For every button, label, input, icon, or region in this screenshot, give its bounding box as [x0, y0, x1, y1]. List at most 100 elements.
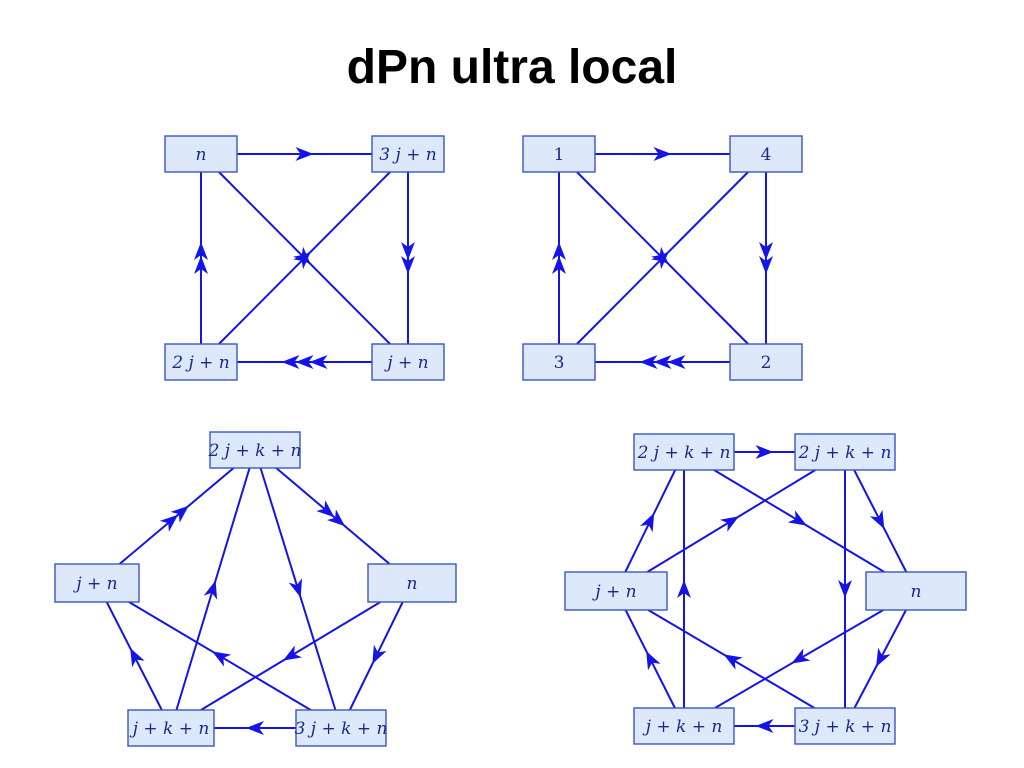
- node-pentagon-2jkn: 2 j + k + n: [208, 431, 302, 469]
- arrowhead: [869, 509, 885, 529]
- node-square-symbolic-3jn: 3 j + n: [371, 135, 445, 173]
- node-box: [522, 135, 596, 173]
- arrowhead: [667, 355, 686, 369]
- node-label: 4: [761, 145, 772, 165]
- arrowhead: [876, 647, 891, 667]
- node-label: 2 j + n: [171, 353, 230, 373]
- edge-2jknB-to-3jkn: [838, 470, 852, 708]
- node-hexagon-3jkn: 3 j + k + n: [794, 707, 896, 745]
- node-square-symbolic-n: n: [164, 135, 238, 173]
- node-square-numeric-3: 3: [522, 343, 596, 381]
- arrowhead: [246, 721, 264, 735]
- arrowhead: [646, 651, 661, 671]
- edge-4-to-2: [759, 172, 773, 344]
- arrowhead: [295, 355, 314, 369]
- edge-3jkn-to-jkn: [734, 719, 795, 733]
- edge-3jkn-to-jn: [647, 609, 815, 709]
- node-box: [295, 709, 387, 747]
- arrowhead: [755, 445, 774, 459]
- edge-2-to-3: [595, 355, 730, 369]
- arrowhead: [759, 256, 773, 274]
- edge-jn-to-2jn: [237, 355, 372, 369]
- edge-2jkn-to-3jkn: [259, 467, 337, 711]
- node-hexagon-jkn: j + k + n: [633, 707, 735, 745]
- arrowhead: [755, 719, 774, 733]
- node-box: [164, 343, 238, 381]
- node-hexagon-2jknB: 2 j + k + n: [794, 433, 896, 471]
- arrowhead: [159, 514, 179, 532]
- edge-3jkn-to-jn: [128, 601, 312, 711]
- arrowhead: [288, 578, 302, 598]
- node-pentagon-n: n: [367, 563, 457, 603]
- edge-jkn-to-jn: [624, 609, 676, 709]
- arrowhead: [212, 651, 232, 667]
- edge-jkn-to-2jknA: [677, 470, 691, 708]
- node-label: j + k + n: [642, 717, 723, 737]
- node-label: 2 j + k + n: [637, 443, 731, 463]
- edges-layer: [105, 147, 908, 735]
- edge-n-to-3jkn: [348, 601, 404, 711]
- node-square-symbolic-2jn: 2 j + n: [164, 343, 238, 381]
- edge-n-to-jkn: [200, 601, 381, 711]
- node-label: n: [196, 145, 207, 165]
- edge-2jknB-to-n: [853, 469, 908, 573]
- arrowhead: [639, 355, 658, 369]
- edge-2jn-to-n: [194, 172, 208, 344]
- node-label: n: [911, 582, 922, 602]
- node-box: [729, 343, 803, 381]
- arrowhead: [170, 505, 189, 523]
- node-box: [564, 571, 668, 611]
- node-box: [865, 571, 967, 611]
- arrowhead: [653, 147, 672, 161]
- arrowhead: [281, 355, 300, 369]
- node-label: j + n: [591, 582, 636, 602]
- edge-2jn-to-3jn: [218, 171, 391, 345]
- node-pentagon-jn: j + n: [54, 563, 140, 603]
- node-label: 2: [761, 353, 772, 373]
- edge-2jkn-to-n: [275, 467, 391, 565]
- node-box: [164, 135, 238, 173]
- arrowhead: [372, 644, 387, 665]
- arrowhead: [130, 648, 145, 668]
- arrowhead: [401, 256, 415, 274]
- arrowhead: [552, 242, 566, 260]
- node-box: [729, 135, 803, 173]
- node-hexagon-2jknA: 2 j + k + n: [633, 433, 735, 471]
- edge-3-to-1: [552, 172, 566, 344]
- node-square-symbolic-jn: j + n: [371, 343, 445, 381]
- node-hexagon-n: n: [865, 571, 967, 611]
- edge-n-to-3jn: [237, 147, 372, 161]
- edge-n-to-3jkn: [853, 609, 907, 709]
- node-square-numeric-4: 4: [729, 135, 803, 173]
- node-label: 1: [554, 145, 565, 165]
- node-box: [371, 343, 445, 381]
- edge-3jkn-to-jkn: [214, 721, 296, 735]
- node-box: [127, 709, 215, 747]
- edge-jkn-to-jn: [105, 601, 163, 711]
- node-box: [209, 431, 301, 469]
- arrowhead: [838, 580, 852, 598]
- edge-n-to-jkn: [714, 609, 884, 709]
- edge-1-to-4: [595, 147, 730, 161]
- node-label: 2 j + k + n: [208, 441, 302, 461]
- arrowhead: [640, 512, 655, 533]
- arrowhead: [791, 648, 811, 664]
- node-label: 3 j + k + n: [799, 717, 892, 737]
- node-box: [794, 433, 896, 471]
- arrowhead: [401, 242, 415, 260]
- node-label: 3 j + k + n: [295, 719, 388, 739]
- arrowhead: [316, 500, 335, 518]
- arrowhead: [293, 251, 311, 270]
- arrowhead: [759, 242, 773, 260]
- edge-jn-to-2jkn: [118, 467, 235, 565]
- node-box: [522, 343, 596, 381]
- edge-jn-to-2jknB: [646, 469, 816, 573]
- nodes-layer: n 3 j + n 2 j + n j + n 1 4 3 2 2 j + k + n j + n…: [54, 135, 967, 747]
- edge-jn-to-2jknA: [624, 469, 677, 573]
- arrowhead: [326, 509, 346, 527]
- node-label: 3: [554, 353, 565, 373]
- edge-2jknA-to-n: [713, 469, 885, 573]
- arrowhead: [651, 251, 669, 270]
- arrowhead: [203, 580, 218, 600]
- node-square-numeric-1: 1: [522, 135, 596, 173]
